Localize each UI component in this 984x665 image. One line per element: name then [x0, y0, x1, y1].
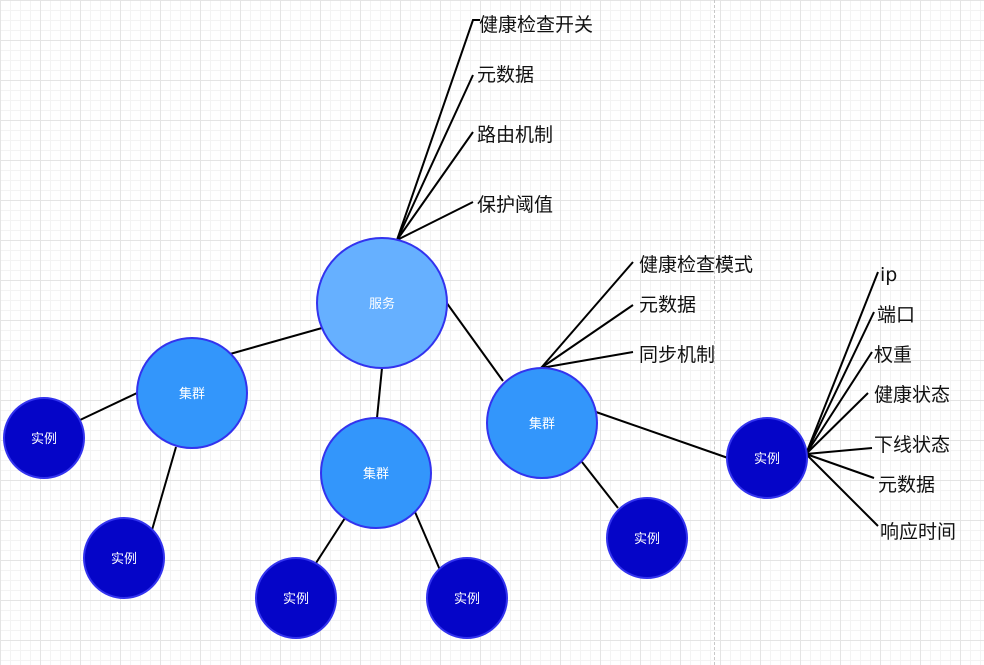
attr-line-cluster-0 — [540, 261, 634, 369]
service-attr-label: 健康检查开关 — [479, 14, 593, 36]
attr-line-instance-3 — [805, 392, 869, 455]
attribute-labels: 健康检查开关 元数据 路由机制 保护阈值 健康检查模式 元数据 同步机制 ip … — [477, 14, 956, 543]
attr-line-instance-0 — [805, 271, 879, 455]
edge-cluster-left-instance-top — [79, 392, 138, 421]
attr-line-service-3 — [396, 201, 474, 241]
instance-node-center-left[interactable]: 实例 — [255, 557, 337, 639]
cluster-attr-label: 健康检查模式 — [639, 254, 753, 276]
cluster-node-right[interactable]: 集群 — [486, 367, 598, 479]
nodes: 服务 集群 集群 集群 实例 实例 实例 实例 — [3, 237, 808, 639]
instance-node-far-right-label: 实例 — [754, 452, 780, 467]
attr-line-cluster-2 — [540, 351, 634, 369]
cluster-node-center-label: 集群 — [363, 466, 389, 482]
edge-cluster-center-instance-right — [414, 511, 441, 571]
instance-attr-label: ip — [880, 264, 897, 286]
edge-service-cluster-left — [229, 327, 323, 355]
instance-node-left-top[interactable]: 实例 — [3, 397, 85, 479]
cluster-node-center[interactable]: 集群 — [320, 417, 432, 529]
instance-attr-label: 权重 — [874, 344, 912, 366]
instance-node-right-bottom[interactable]: 实例 — [606, 497, 688, 579]
attr-line-instance-6 — [805, 453, 879, 527]
edge-service-cluster-right — [445, 301, 504, 382]
page-divider — [714, 0, 715, 665]
edge-service-cluster-center — [376, 367, 383, 419]
service-attr-label: 保护阈值 — [477, 194, 553, 216]
instance-node-left-bottom[interactable]: 实例 — [83, 517, 165, 599]
attr-line-cluster-1 — [540, 304, 634, 369]
service-attr-label: 元数据 — [477, 64, 534, 86]
instance-node-center-right-label: 实例 — [454, 592, 480, 607]
attr-line-service-0 — [396, 19, 480, 241]
instance-attr-label: 健康状态 — [874, 384, 950, 406]
edge-cluster-right-instance-bottom — [581, 461, 619, 509]
edges — [79, 19, 879, 571]
edge-cluster-center-instance-left — [315, 517, 346, 564]
instance-attr-label: 元数据 — [878, 474, 935, 496]
service-node-label: 服务 — [369, 296, 395, 312]
cluster-node-right-label: 集群 — [529, 416, 555, 432]
cluster-node-left[interactable]: 集群 — [136, 337, 248, 449]
service-attr-label: 路由机制 — [477, 124, 553, 146]
attr-line-instance-1 — [805, 311, 875, 455]
instance-node-far-right[interactable]: 实例 — [726, 417, 808, 499]
cluster-attr-label: 同步机制 — [639, 344, 715, 366]
service-node[interactable]: 服务 — [316, 237, 448, 369]
attr-line-instance-5 — [805, 453, 875, 479]
attr-line-instance-2 — [805, 351, 873, 455]
instance-node-center-left-label: 实例 — [283, 592, 309, 607]
cluster-node-left-label: 集群 — [179, 386, 205, 402]
cluster-attr-label: 元数据 — [639, 294, 696, 316]
attr-line-instance-4 — [805, 447, 873, 455]
attr-line-service-2 — [396, 131, 474, 241]
attr-line-service-1 — [396, 74, 474, 241]
instance-attr-label: 响应时间 — [880, 521, 956, 543]
instance-node-center-right[interactable]: 实例 — [426, 557, 508, 639]
edge-cluster-left-instance-bottom — [151, 446, 177, 531]
instance-attr-label: 端口 — [877, 304, 915, 326]
edge-cluster-right-instance-far-right — [595, 411, 729, 459]
instance-node-right-bottom-label: 实例 — [634, 532, 660, 547]
instance-attr-label: 下线状态 — [874, 434, 950, 456]
instance-node-left-top-label: 实例 — [31, 432, 57, 447]
instance-node-left-bottom-label: 实例 — [111, 552, 137, 567]
